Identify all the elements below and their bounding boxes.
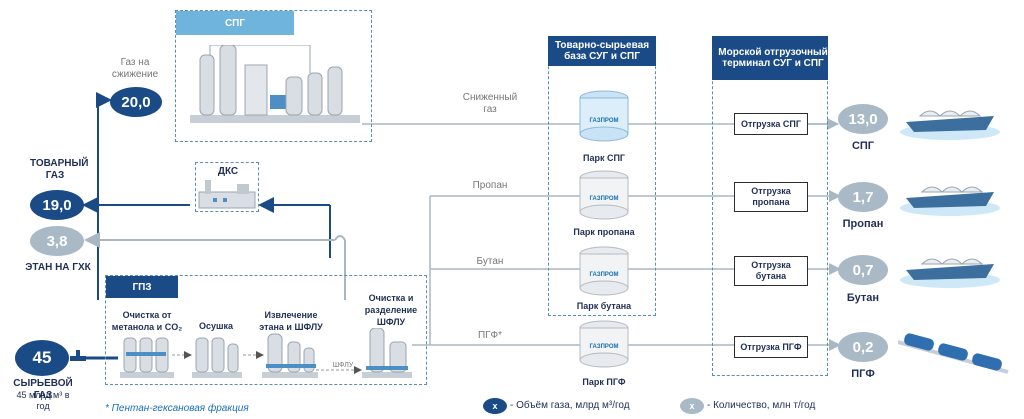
ship-propane-box: Отгрузка пропана: [734, 182, 808, 212]
butane-line-label: Бутан: [476, 256, 504, 267]
lng-feed-label: Газ на сжижение: [111, 57, 159, 80]
legend-dark-marker: x: [483, 398, 507, 414]
lng-plant-icon: [190, 45, 360, 123]
drying-unit-icon: [192, 337, 242, 378]
gpz-header: ГПЗ: [106, 276, 178, 298]
ethane-label: ЭТАН НА ГХК: [25, 262, 91, 273]
step-ethane-shflu: Извлечение этана и ШФЛУ: [259, 310, 323, 332]
output-butane-pill: 0,7: [838, 255, 888, 285]
propane-tank-icon: ГАЗПРОМ: [579, 170, 629, 220]
output-propane-label: Пропан: [842, 218, 884, 230]
compressor-station-icon: [198, 180, 256, 209]
terminal-header: Морской отгрузочный терминал СУГ и СПГ: [712, 36, 828, 80]
park-butane-label: Парк бутана: [576, 301, 632, 311]
shflu-label: ШФЛУ: [332, 362, 354, 369]
output-lng-label: СПГ: [851, 140, 875, 152]
dks-frame: [195, 162, 259, 212]
pgf-tank-icon: ГАЗПРОМ: [579, 320, 629, 368]
raw-gas-pill: 45: [15, 340, 69, 376]
park-propane-label: Парк пропана: [573, 227, 635, 237]
valve-icon: [70, 350, 86, 361]
lng-tanker-icon: [900, 110, 1000, 140]
output-butane-label: Бутан: [846, 292, 880, 304]
shflu-separation-unit-icon: [362, 328, 412, 378]
step-drying: Осушка: [198, 321, 234, 331]
purification-unit-icon: [120, 337, 174, 378]
storage-base-header: Товарно-сырьевая база СУГ и СПГ: [548, 36, 656, 66]
raw-gas-label: СЫРЬЕВОЙ ГАЗ: [13, 378, 73, 401]
ship-butane-box: Отгрузка бутана: [734, 256, 808, 286]
output-lng-pill: 13,0: [838, 104, 888, 134]
legend-dark-text: - Объём газа, млрд м³/год: [510, 400, 630, 411]
legend-light-marker: x: [680, 398, 704, 414]
dks-label: ДКС: [217, 166, 239, 177]
svg-text:ГАЗПРОМ: ГАЗПРОМ: [589, 118, 618, 124]
svg-text:ГАЗПРОМ: ГАЗПРОМ: [589, 272, 618, 278]
svg-text:ГАЗПРОМ: ГАЗПРОМ: [589, 344, 618, 350]
lng-line-label: Сниженный газ: [462, 92, 518, 115]
spg-plant-frame: [175, 10, 372, 142]
commercial-gas-label: ТОВАРНЫЙ ГАЗ: [30, 158, 89, 181]
ship-lng-box: Отгрузка СПГ: [734, 113, 808, 135]
footnote: * Пентан-гексановая фракция: [105, 403, 249, 414]
gpz-frame: [105, 275, 427, 385]
extraction-unit-icon: [262, 333, 318, 378]
legend-light-text: - Количество, млн т/год: [707, 400, 816, 411]
svg-text:ГАЗПРОМ: ГАЗПРОМ: [589, 196, 618, 202]
output-pgf-label: ПГФ: [851, 368, 875, 380]
propane-line-label: Пропан: [472, 180, 508, 191]
commercial-gas-pill: 19,0: [30, 190, 84, 220]
step-methanol-co2: Очистка от метанола и CO₂: [111, 310, 183, 332]
propane-tanker-icon: [900, 186, 1000, 216]
pgf-line-label: ПГФ*: [477, 330, 503, 341]
park-pgf-label: Парк ПГФ: [582, 377, 626, 387]
ethane-pill: 3,8: [30, 226, 84, 256]
spg-header: СПГ: [176, 11, 294, 35]
park-lng-label: Парк СПГ: [582, 153, 626, 163]
ship-pgf-box: Отгрузка ПГФ: [734, 336, 808, 358]
lng-tank-icon: ГАЗПРОМ: [579, 90, 629, 142]
butane-tanker-icon: [900, 258, 1000, 288]
lng-feed-pill: 20,0: [110, 87, 162, 117]
butane-tank-icon: ГАЗПРОМ: [579, 246, 629, 296]
output-pgf-pill: 0,2: [838, 332, 888, 362]
rail-tanker-icon: [898, 333, 1009, 374]
raw-gas-sub: 45 млрд.м³ в год: [16, 390, 70, 411]
step-shflu-separation: Очистка и разделение ШФЛУ: [364, 293, 418, 327]
output-propane-pill: 1,7: [838, 182, 888, 212]
